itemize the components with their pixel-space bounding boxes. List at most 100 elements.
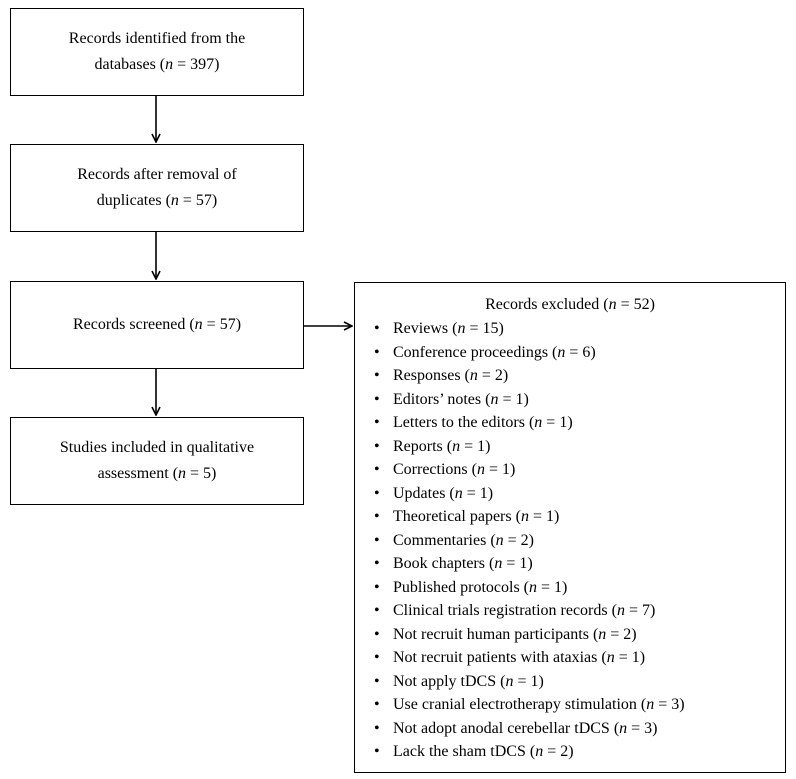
bullet-icon: • xyxy=(374,320,380,337)
bullet-icon: • xyxy=(374,696,380,713)
exclusion-reason-item: • Not apply tDCS (n = 1) xyxy=(374,670,785,694)
exclusion-reason-label: Not adopt anodal cerebellar tDCS ( xyxy=(393,719,620,737)
studies-included-text: Studies included in qualitative assessme… xyxy=(60,435,254,487)
exclusion-reason-label: Not recruit patients with ataxias ( xyxy=(393,649,607,666)
bullet-icon: • xyxy=(374,625,380,643)
exclusion-reason-item: •Editors’ notes (n = 1) xyxy=(374,388,785,412)
exclusion-reason-count: = 2) xyxy=(610,625,637,643)
n-label: n xyxy=(469,367,478,384)
exclusion-reason-item: •Book chapters (n = 1) xyxy=(374,552,785,576)
exclusion-reason-count: = 15) xyxy=(469,320,504,337)
n-label: n xyxy=(557,343,566,361)
exclusion-reason-label: Responses ( xyxy=(393,367,470,384)
studies-included-count: = 5) xyxy=(190,465,217,482)
bullet-icon: • xyxy=(374,531,380,549)
bullet-icon: • xyxy=(374,484,380,502)
exclusion-reason-item: •Published protocols (n = 1) xyxy=(374,576,785,600)
exclusion-reason-item: •Letters to the editors (n = 1) xyxy=(374,411,785,435)
exclusion-reason-count: = 3) xyxy=(658,696,685,713)
exclusion-reason-label: Lack the sham tDCS ( xyxy=(393,743,536,760)
exclusion-reasons-list: •Reviews (n = 15)•Conference proceedings… xyxy=(355,317,785,764)
exclusion-reason-label: Use cranial electrotherapy stimulation ( xyxy=(393,696,647,713)
exclusion-reason-item: •Reports (n = 1) xyxy=(374,435,785,459)
exclusion-reason-count: = 1) xyxy=(488,461,516,478)
exclusion-reason-count: = 2) xyxy=(481,367,509,384)
n-label: n xyxy=(616,602,625,619)
exclusion-reason-item: • Corrections (n = 1) xyxy=(374,458,785,482)
exclusion-reason-label: Corrections ( xyxy=(393,461,477,478)
n-label: n xyxy=(494,555,503,572)
exclusion-reason-item: •Reviews (n = 15) xyxy=(374,317,785,341)
studies-included-line2: assessment ( xyxy=(97,465,179,482)
bullet-icon: • xyxy=(374,508,380,525)
n-label: n xyxy=(608,296,617,313)
records-excluded-label: Records excluded ( xyxy=(485,296,609,313)
records-screened-text: Records screened (n = 57) xyxy=(73,312,241,338)
exclusion-reason-count: = 1) xyxy=(506,555,533,572)
bullet-icon: • xyxy=(374,437,380,455)
n-label: n xyxy=(505,672,514,690)
exclusion-reason-item: • Not recruit human participants (n = 2) xyxy=(374,623,785,647)
bullet-icon: • xyxy=(374,672,380,690)
n-label: n xyxy=(457,320,466,337)
n-label: n xyxy=(520,508,529,525)
exclusion-reason-item: • Use cranial electrotherapy stimulation … xyxy=(374,693,785,717)
records-screened-label: Records screened ( xyxy=(72,316,195,333)
exclusion-reason-count: = 1) xyxy=(517,672,544,690)
records-identified-line2: databases ( xyxy=(94,56,166,73)
n-label: n xyxy=(535,743,544,760)
exclusion-reason-label: Not apply tDCS ( xyxy=(393,672,506,690)
n-label: n xyxy=(598,625,607,643)
exclusion-reason-label: Conference proceedings ( xyxy=(393,343,558,361)
n-label: n xyxy=(619,719,628,737)
exclusion-reason-count: = 1) xyxy=(502,390,529,408)
bullet-icon: • xyxy=(374,743,380,760)
records-after-dedup-count: = 57) xyxy=(182,192,218,209)
exclusion-reason-label: Commentaries ( xyxy=(393,531,496,549)
n-label: n xyxy=(646,696,655,713)
studies-included-box: Studies included in qualitative assessme… xyxy=(10,417,304,505)
exclusion-reason-item: • Conference proceedings (n = 6) xyxy=(374,341,785,365)
n-label: n xyxy=(606,649,615,666)
bullet-icon: • xyxy=(374,602,380,619)
exclusion-reason-label: Theoretical papers ( xyxy=(393,508,521,525)
records-screened-count: = 57) xyxy=(206,316,242,333)
exclusion-reason-label: Letters to the editors ( xyxy=(393,414,535,431)
n-label: n xyxy=(529,578,537,596)
bullet-icon: • xyxy=(374,390,380,408)
records-excluded-box: Records excluded (n = 52) •Reviews (n = … xyxy=(354,282,786,773)
exclusion-reason-item: • Lack the sham tDCS (n = 2) xyxy=(374,740,785,764)
n-label: n xyxy=(165,56,174,73)
exclusion-reason-count: = 3) xyxy=(631,719,658,737)
bullet-icon: • xyxy=(374,367,380,384)
records-after-dedup-line1: Records after removal of xyxy=(77,166,237,183)
exclusion-reason-label: Clinical trials registration records ( xyxy=(393,602,617,619)
records-identified-count: = 397 xyxy=(177,56,215,73)
records-excluded-count: = 52) xyxy=(620,296,655,313)
exclusion-reason-item: •Updates (n = 1) xyxy=(374,482,785,506)
exclusion-reason-count: = 1) xyxy=(546,414,573,431)
n-label: n xyxy=(194,316,203,333)
n-label: n xyxy=(490,390,499,408)
bullet-icon: • xyxy=(374,719,380,737)
n-label: n xyxy=(476,461,485,478)
exclusion-reason-count: = 7) xyxy=(628,602,656,619)
records-screened-box: Records screened (n = 57) xyxy=(10,281,304,369)
exclusion-reason-item: • Theoretical papers (n = 1) xyxy=(374,505,785,529)
bullet-icon: • xyxy=(374,649,380,666)
exclusion-reason-count: = 2) xyxy=(547,743,574,760)
exclusion-reason-label: Published protocols ( xyxy=(393,578,529,596)
exclusion-reason-item: • Responses (n = 2) xyxy=(374,364,785,388)
exclusion-reason-count: = 1) xyxy=(464,437,491,455)
exclusion-reason-label: Not recruit human participants ( xyxy=(393,625,599,643)
records-identified-text: Records identified from the databases (n… xyxy=(68,30,246,73)
records-excluded-title: Records excluded (n = 52) xyxy=(355,293,785,317)
records-identified-line1: Records identified from the xyxy=(68,30,246,47)
bullet-icon: • xyxy=(374,461,380,478)
exclusion-reason-item: • Clinical trials registration records (n… xyxy=(374,599,785,623)
exclusion-reason-count: = 1) xyxy=(532,508,560,525)
exclusion-reason-count: = 1) xyxy=(541,578,568,596)
exclusion-reason-item: •Commentaries (n = 2) xyxy=(374,529,785,553)
exclusion-reason-count: = 6) xyxy=(569,343,596,361)
bullet-icon: • xyxy=(374,343,380,361)
